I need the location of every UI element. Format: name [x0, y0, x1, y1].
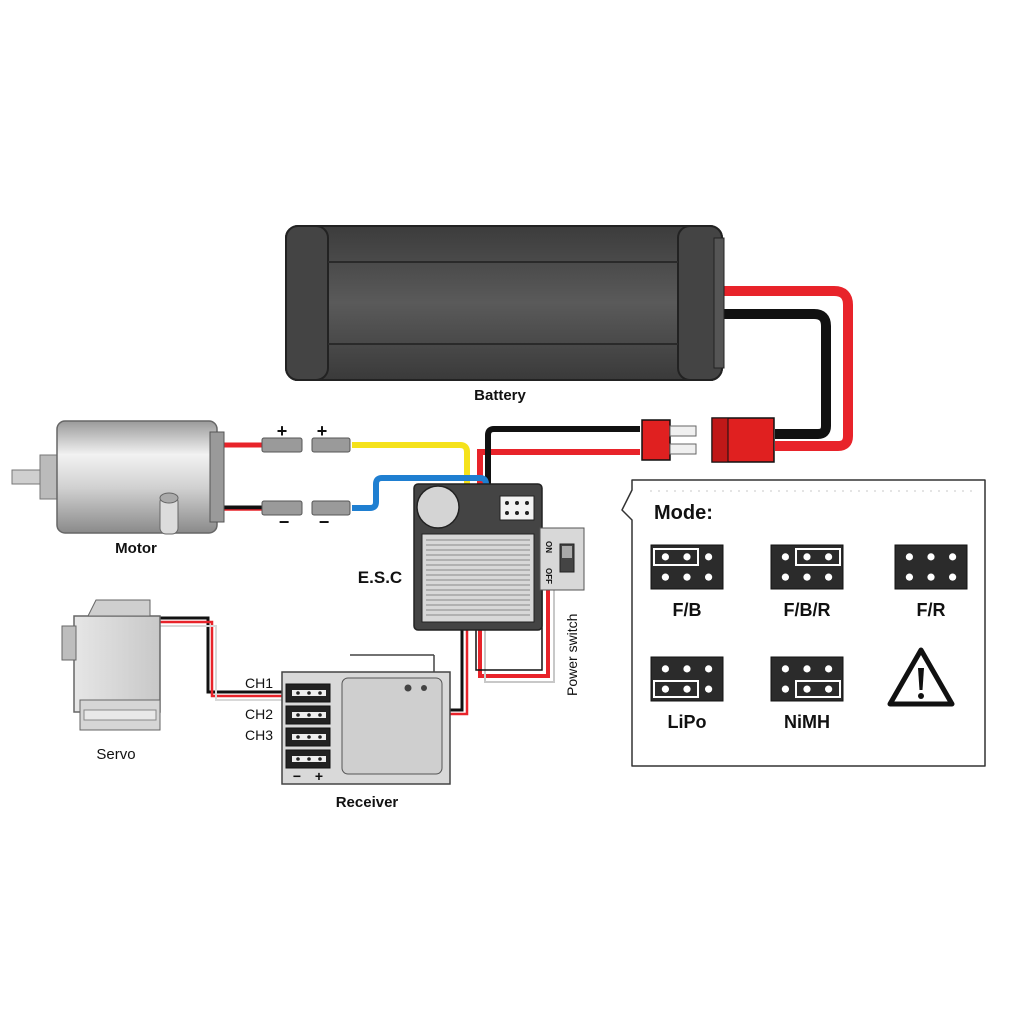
mode-block-lipo: LiPo [650, 656, 724, 732]
battery-connector [711, 417, 775, 463]
mode-blocks: F/B F/B/R F/R LiPo NiMH [650, 544, 968, 732]
connector-minus-label: − [319, 512, 330, 532]
mode-label-nimh: NiMH [784, 712, 830, 732]
esc-capacitor [416, 485, 460, 529]
servo-label: Servo [96, 746, 135, 763]
switch-off-label: OFF [544, 568, 553, 584]
receiver-ch3-label: CH3 [245, 727, 273, 743]
connector-plus-label: + [317, 421, 328, 441]
esc-power-connector [641, 419, 697, 461]
mode-label-lipo: LiPo [668, 712, 707, 732]
servo-wire [158, 616, 282, 694]
receiver-plus-label: + [315, 768, 323, 784]
receiver-minus-label: − [293, 768, 301, 784]
motor-minus-label: − [279, 512, 290, 532]
battery-label: Battery [474, 387, 526, 404]
mode-title: Mode: [654, 502, 713, 524]
power-switch[interactable] [539, 527, 585, 591]
esc-label: E.S.C [358, 568, 402, 587]
mode-block-f-b: F/B [650, 544, 724, 620]
esc-heatsink [421, 533, 535, 623]
motor-plus-label: + [277, 421, 288, 441]
mode-label-f-r: F/R [917, 600, 946, 620]
motor-positive-yellow-wire [352, 442, 470, 520]
servo [61, 599, 161, 731]
motor-label: Motor [115, 540, 157, 557]
receiver [281, 654, 451, 785]
motor [11, 420, 225, 535]
receiver-ch2-label: CH2 [245, 706, 273, 722]
mode-block-f-r: F/R [894, 544, 968, 620]
battery-black-wire [722, 309, 831, 439]
mode-label-f-b: F/B [673, 600, 702, 620]
motor-body [56, 420, 218, 534]
esc-black-wire [485, 426, 640, 510]
esc [413, 483, 543, 631]
power-switch-label: Power switch [564, 614, 580, 696]
switch-on-label: ON [544, 541, 553, 553]
esc-mode-header[interactable] [499, 495, 535, 521]
motor-negative-blue-wire [352, 475, 489, 520]
warning-triangle-icon [887, 647, 955, 707]
receiver-channel-pins [285, 683, 331, 769]
mode-block-nimh: NiMH [770, 656, 844, 732]
battery-red-wire [722, 286, 853, 451]
receiver-label: Receiver [336, 794, 399, 811]
mode-label-f-b-r: F/B/R [784, 600, 831, 620]
battery-body [285, 225, 723, 381]
motor-bullet-connectors [261, 437, 351, 516]
power-switch-wire [478, 590, 550, 678]
mode-block-f-b-r: F/B/R [770, 544, 844, 620]
receiver-ch1-label: CH1 [245, 675, 273, 691]
battery [285, 225, 725, 381]
servo-body [73, 615, 161, 713]
